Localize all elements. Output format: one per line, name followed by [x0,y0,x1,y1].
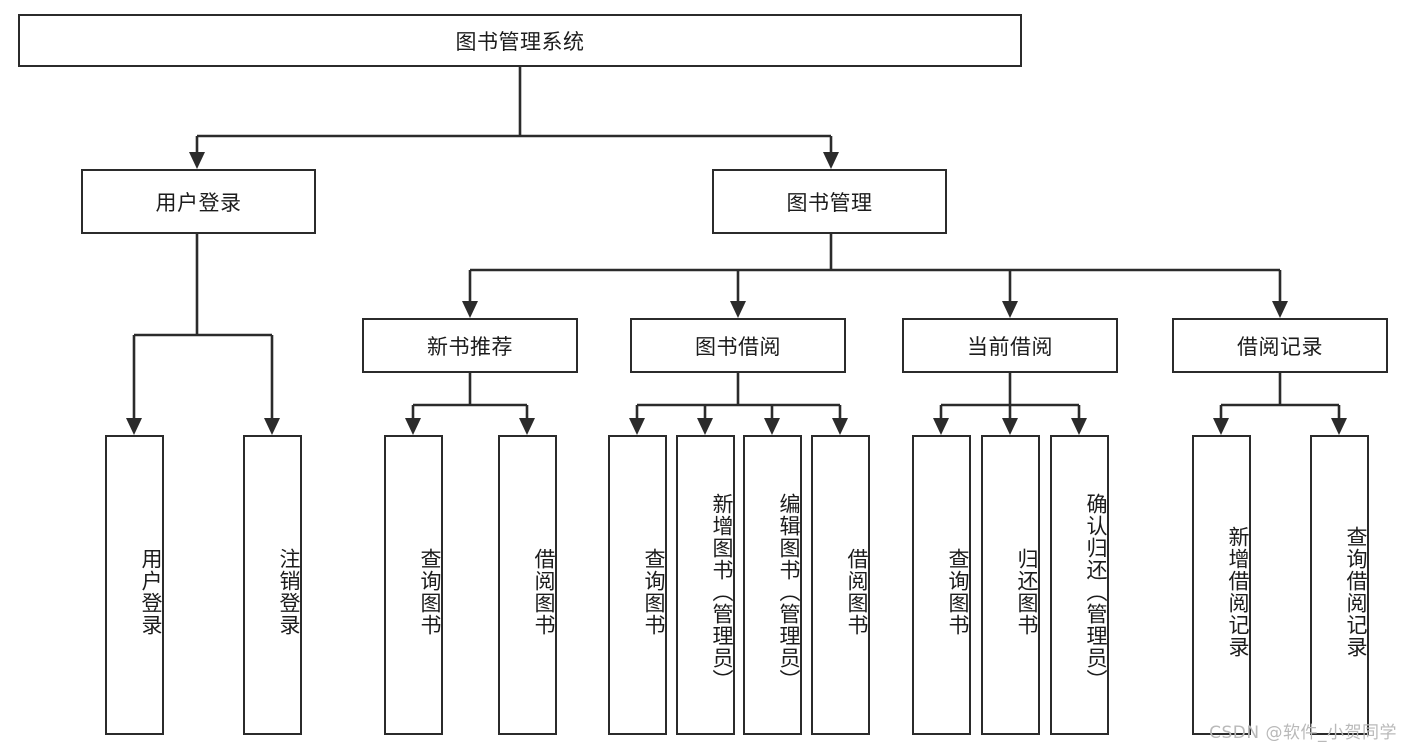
leaf-current-return-book[interactable]: 归还图书 [981,435,1040,735]
node-label: 图书管理 [786,190,873,215]
leaf-user-login-logout[interactable]: 注销登录 [243,435,302,735]
leaf-record-query-record[interactable]: 查询借阅记录 [1310,435,1369,735]
node-book-borrow[interactable]: 图书借阅 [630,318,846,373]
node-label: 归还图书 [1015,548,1039,636]
leaf-recommend-borrow-book[interactable]: 借阅图书 [498,435,557,735]
node-label: 编辑图书（管理员） [777,493,801,691]
watermark-text: CSDN @软件_小贺同学 [1209,723,1397,743]
node-label: 图书管理系统 [455,29,585,54]
node-label: 借阅记录 [1237,334,1323,359]
leaf-current-query-book[interactable]: 查询图书 [912,435,971,735]
node-label: 借阅图书 [532,548,556,636]
leaf-current-confirm-return[interactable]: 确认归还（管理员） [1050,435,1109,735]
node-label: 新书推荐 [427,334,513,359]
leaf-borrow-add-book[interactable]: 新增图书（管理员） [676,435,735,735]
node-label: 查询图书 [946,548,970,636]
node-label: 新增借阅记录 [1226,526,1250,658]
node-user-login[interactable]: 用户登录 [81,169,316,234]
node-label: 新增图书（管理员） [710,493,734,691]
node-label: 注销登录 [277,548,301,636]
node-current-borrow[interactable]: 当前借阅 [902,318,1118,373]
node-label: 查询图书 [642,548,666,636]
leaf-borrow-borrow-book[interactable]: 借阅图书 [811,435,870,735]
node-label: 用户登录 [155,190,242,215]
node-borrow-record[interactable]: 借阅记录 [1172,318,1388,373]
node-new-book-recommend[interactable]: 新书推荐 [362,318,578,373]
leaf-record-add-record[interactable]: 新增借阅记录 [1192,435,1251,735]
node-label: 借阅图书 [845,548,869,636]
leaf-borrow-query-book[interactable]: 查询图书 [608,435,667,735]
node-root-system[interactable]: 图书管理系统 [18,14,1022,67]
node-label: 用户登录 [139,548,163,636]
leaf-recommend-query-book[interactable]: 查询图书 [384,435,443,735]
leaf-borrow-edit-book[interactable]: 编辑图书（管理员） [743,435,802,735]
node-label: 确认归还（管理员） [1084,493,1108,691]
node-label: 查询借阅记录 [1344,526,1368,658]
leaf-user-login-login[interactable]: 用户登录 [105,435,164,735]
node-label: 当前借阅 [967,334,1053,359]
node-book-management[interactable]: 图书管理 [712,169,947,234]
node-label: 查询图书 [418,548,442,636]
node-label: 图书借阅 [695,334,781,359]
